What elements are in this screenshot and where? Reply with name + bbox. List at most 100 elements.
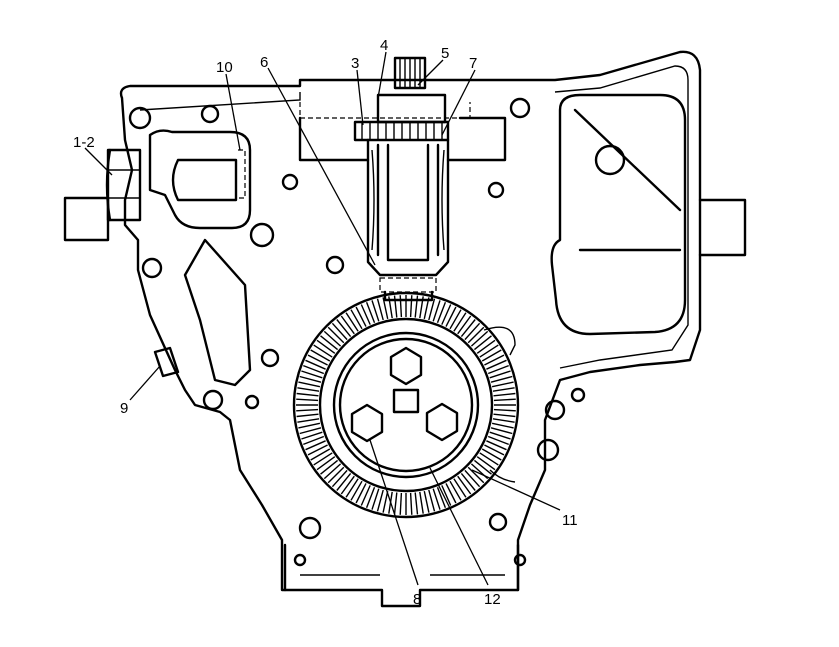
housing-outline [119,50,702,608]
left-nut [63,148,142,242]
callout-1-2: 1-2 [73,134,95,151]
gear-tooth [409,492,413,515]
gear-tooth [481,448,502,461]
gear-tooth [360,304,371,325]
gear-tooth [345,478,359,498]
gear-tooth [487,435,509,446]
gear-tooth [301,370,323,379]
callout-3: 3 [351,55,359,72]
hub-bolts [350,346,459,443]
gear-tooth [303,364,325,375]
gear-tooth [376,298,384,321]
gear-tooth [323,330,342,347]
gear-tooth [310,349,331,362]
gear-tooth [489,431,511,440]
gear-tooth [493,413,516,418]
gear-tooth [492,387,515,392]
gear-tooth [457,475,472,495]
callout-labels: 1-2 3 4 5 6 7 8 9 10 11 12 [73,37,578,608]
callout-8: 8 [413,591,421,608]
gear-tooth [479,344,499,358]
gear-tooth [414,295,419,318]
gear-tooth [365,302,376,324]
gear-tooth [493,408,516,412]
drain-plug [153,346,180,378]
gear-tooth [305,359,326,370]
gear-tooth [460,472,476,491]
gear-tooth [484,444,505,456]
gear-tooth [473,459,492,475]
gear-tooth [453,312,467,332]
gear-tooth [432,488,441,510]
gear-tooth [399,492,403,515]
gear-tooth [298,381,321,388]
gear-tooth [476,456,496,471]
gear-tooth [355,483,367,504]
gear-tooth [481,349,502,362]
gear-tooth [301,431,323,440]
gear-tooth [441,485,452,506]
left-linkage [148,129,252,387]
gear-tooth [492,418,515,423]
gear-tooth [486,440,507,451]
gear-tooth [423,297,430,320]
gear-tooth [320,459,339,475]
gear-tooth [371,300,380,322]
gear-tooth [436,302,447,324]
callout-12: 12 [484,591,501,608]
gear-tooth [340,315,355,335]
gear-tooth [486,359,507,370]
gear-tooth [305,440,326,451]
gear-tooth [298,422,321,429]
gear-tooth [310,448,331,461]
gear-tooth [449,309,462,330]
gear-tooth [393,295,398,318]
bottom-feet [283,543,520,592]
gear-tooth [360,485,371,506]
gear-tooth [493,398,516,402]
right-window [550,93,747,336]
gear-tooth [327,466,345,484]
callout-4: 4 [380,37,388,54]
gear-tooth [441,304,452,325]
callout-leaders [84,51,561,586]
gear-tooth [487,364,509,375]
gear-tooth [419,296,424,319]
gear-tooth [467,326,485,344]
gear-tooth [457,315,472,335]
gear-tooth [376,489,384,512]
callout-7: 7 [469,55,477,72]
gear-tooth [320,335,339,351]
gear-tooth [336,472,352,491]
gear-tooth [464,469,481,488]
gear-tooth [453,478,467,498]
gear-tooth [445,483,457,504]
gear-tooth [307,354,328,366]
gear-tooth [470,330,489,347]
callout-9: 9 [120,400,128,417]
gear-tooth [490,375,513,383]
gear-tooth [428,489,436,512]
gear-tooth [365,486,376,508]
gear-tooth [436,486,447,508]
ring-gear [292,291,520,519]
gear-tooth [445,306,457,327]
gear-tooth [476,339,496,354]
gear-tooth [350,309,363,330]
gear-tooth [382,490,389,513]
gear-tooth [399,295,403,318]
gear-tooth [489,370,511,379]
gear-tooth [323,463,342,480]
gear-tooth [479,452,499,466]
gear-tooth [388,296,393,319]
gear-tooth [296,392,319,397]
gear-tooth [460,319,476,338]
gear-tooth [350,480,363,501]
gear-tooth [423,490,430,513]
gear-tooth [303,435,325,446]
gear-tooth [491,381,514,388]
gear-tooth [331,322,348,341]
gear-tooth [336,319,352,338]
gear-tooth [490,427,513,435]
